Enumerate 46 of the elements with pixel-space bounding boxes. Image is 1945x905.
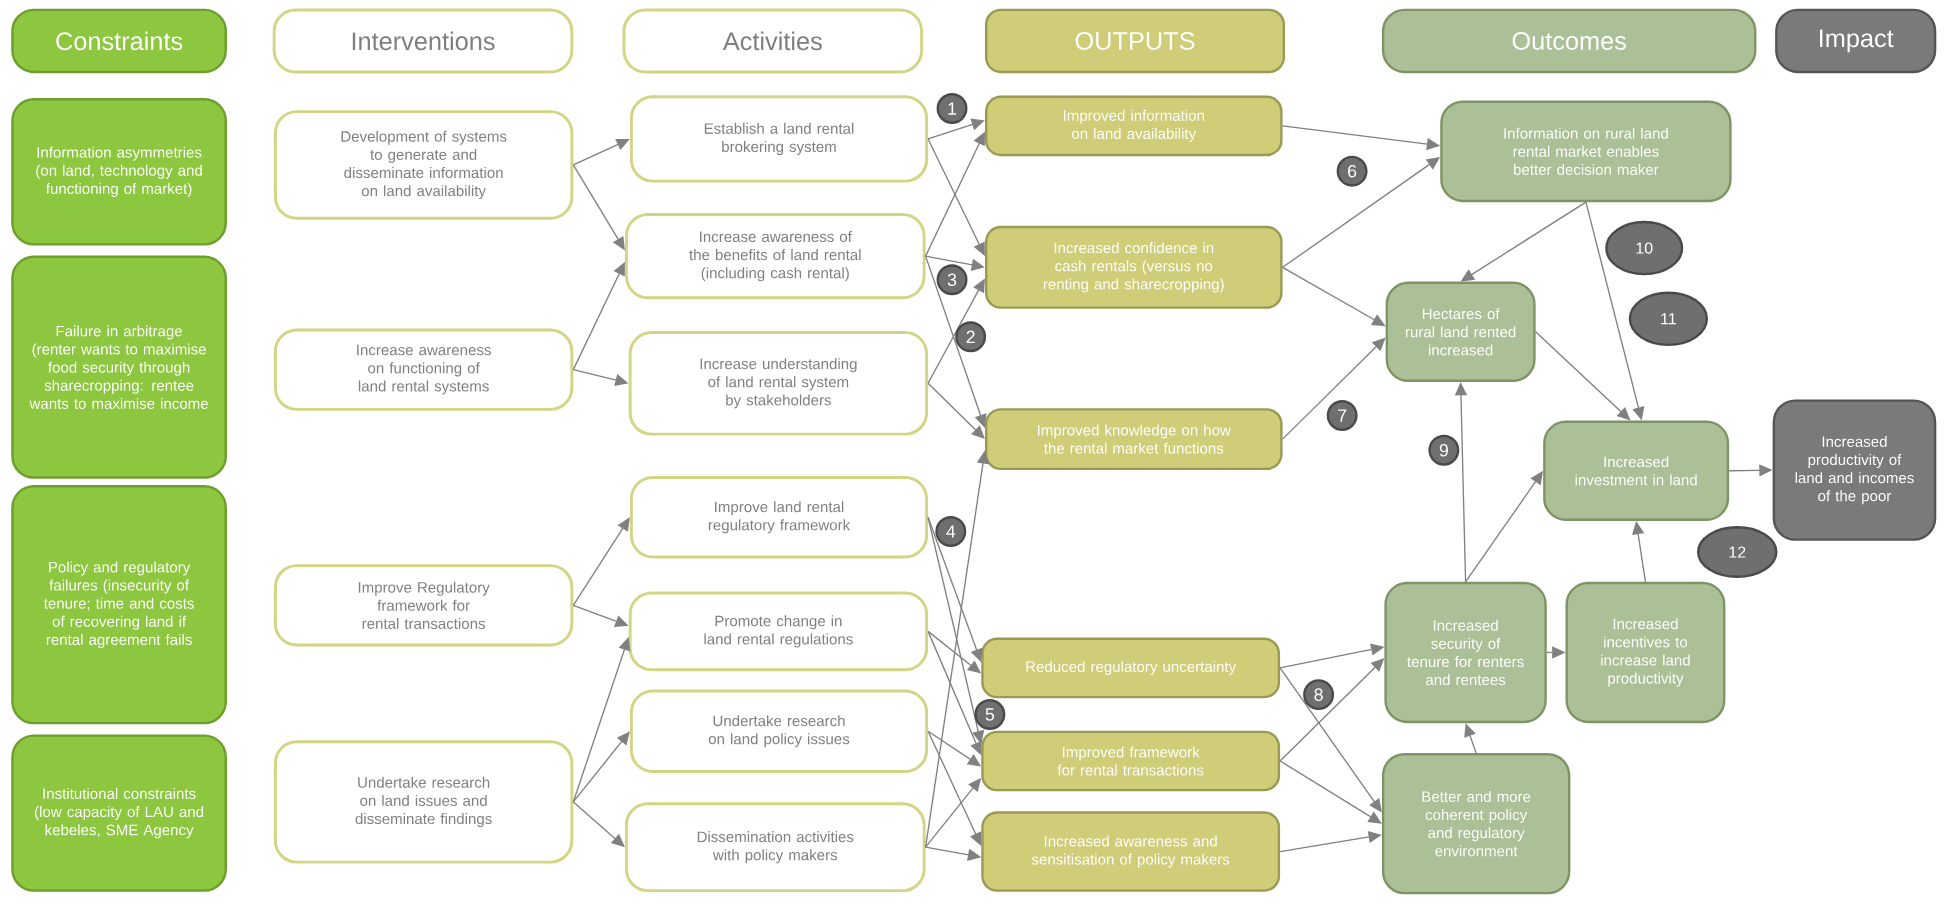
activity-box: Establish a land rental brokering system bbox=[629, 95, 929, 183]
output-box: Improved knowledge on how the rental market functions bbox=[984, 408, 1283, 471]
arrow bbox=[572, 138, 630, 166]
constraint-box: Information asymmetries (on land, technology and functioning of market) bbox=[11, 98, 227, 246]
arrow bbox=[572, 637, 631, 803]
intervention-box: Increase awareness on functioning of land rental systems bbox=[273, 328, 574, 411]
arrow bbox=[927, 118, 985, 140]
outcome-box: Increased incentives to increase land productivity bbox=[1565, 581, 1726, 724]
outcome-box: Information on rural land rental market enables better decision maker bbox=[1440, 100, 1732, 203]
arrow bbox=[1279, 760, 1382, 824]
outcome-box: Increased investment in land bbox=[1543, 420, 1730, 521]
constraint-box: Policy and regulatory failures (insecurity of tenure; time and costs of recovering land if rental agreement fails bbox=[11, 485, 227, 725]
constraint-box: Failure in arbitrage (renter wants to maximise food security through sharecropping: rentee wants to maximise income bbox=[11, 255, 227, 479]
column-header: Impact bbox=[1775, 8, 1937, 74]
outcome-box: Increased security of tenure for renters and rentees bbox=[1384, 581, 1547, 724]
activity-box: Undertake research on land policy issues bbox=[629, 689, 929, 773]
activity-box: Increase understanding of land rental system by stakeholders bbox=[628, 330, 929, 436]
column-header: Activities bbox=[622, 8, 924, 74]
intervention-box: Development of systems to generate and disseminate information on land availability bbox=[273, 110, 574, 220]
arrow bbox=[1632, 521, 1647, 583]
outcome-box: Hectares of rural land rented increased bbox=[1385, 281, 1536, 382]
activity-box: Increase awareness of the benefits of land rental (including cash rental) bbox=[624, 213, 926, 300]
output-box: Increased awareness and sensitisation of policy makers bbox=[981, 811, 1281, 892]
arrow bbox=[1281, 337, 1386, 440]
constraint-box: Institutional constraints (low capacity of LAU and kebeles, SME Agency bbox=[11, 734, 227, 892]
output-box: Improved information on land availability bbox=[984, 95, 1283, 157]
impact-box: Increased productivity of land and incomes of the poor bbox=[1772, 399, 1937, 541]
output-box: Improved framework for rental transactions bbox=[981, 730, 1281, 792]
column-header: Interventions bbox=[272, 8, 574, 74]
arrow bbox=[927, 730, 982, 846]
arrow bbox=[924, 255, 985, 271]
arrow bbox=[572, 517, 630, 606]
intervention-box: Undertake research on land issues and disseminate findings bbox=[273, 740, 574, 864]
intervention-box: Improve Regulatory framework for rental transactions bbox=[273, 564, 574, 647]
column-header: Constraints bbox=[11, 8, 227, 74]
activity-box: Dissemination activities with policy makers bbox=[624, 802, 926, 893]
arrow bbox=[572, 731, 630, 803]
activity-box: Promote change in land rental regulations bbox=[628, 591, 929, 672]
arrow bbox=[1534, 331, 1631, 421]
outcome-box: Better and more coherent policy and regulatory environment bbox=[1381, 752, 1571, 895]
output-box: Increased confidence in cash rentals (versus no renting and sharecropping) bbox=[984, 225, 1283, 309]
column-header: OUTPUTS bbox=[984, 8, 1286, 74]
output-box: Reduced regulatory uncertainty bbox=[981, 637, 1281, 699]
activity-box: Improve land rental regulatory framework bbox=[629, 476, 929, 559]
arrow bbox=[924, 255, 987, 428]
column-header: Outcomes bbox=[1381, 8, 1757, 74]
